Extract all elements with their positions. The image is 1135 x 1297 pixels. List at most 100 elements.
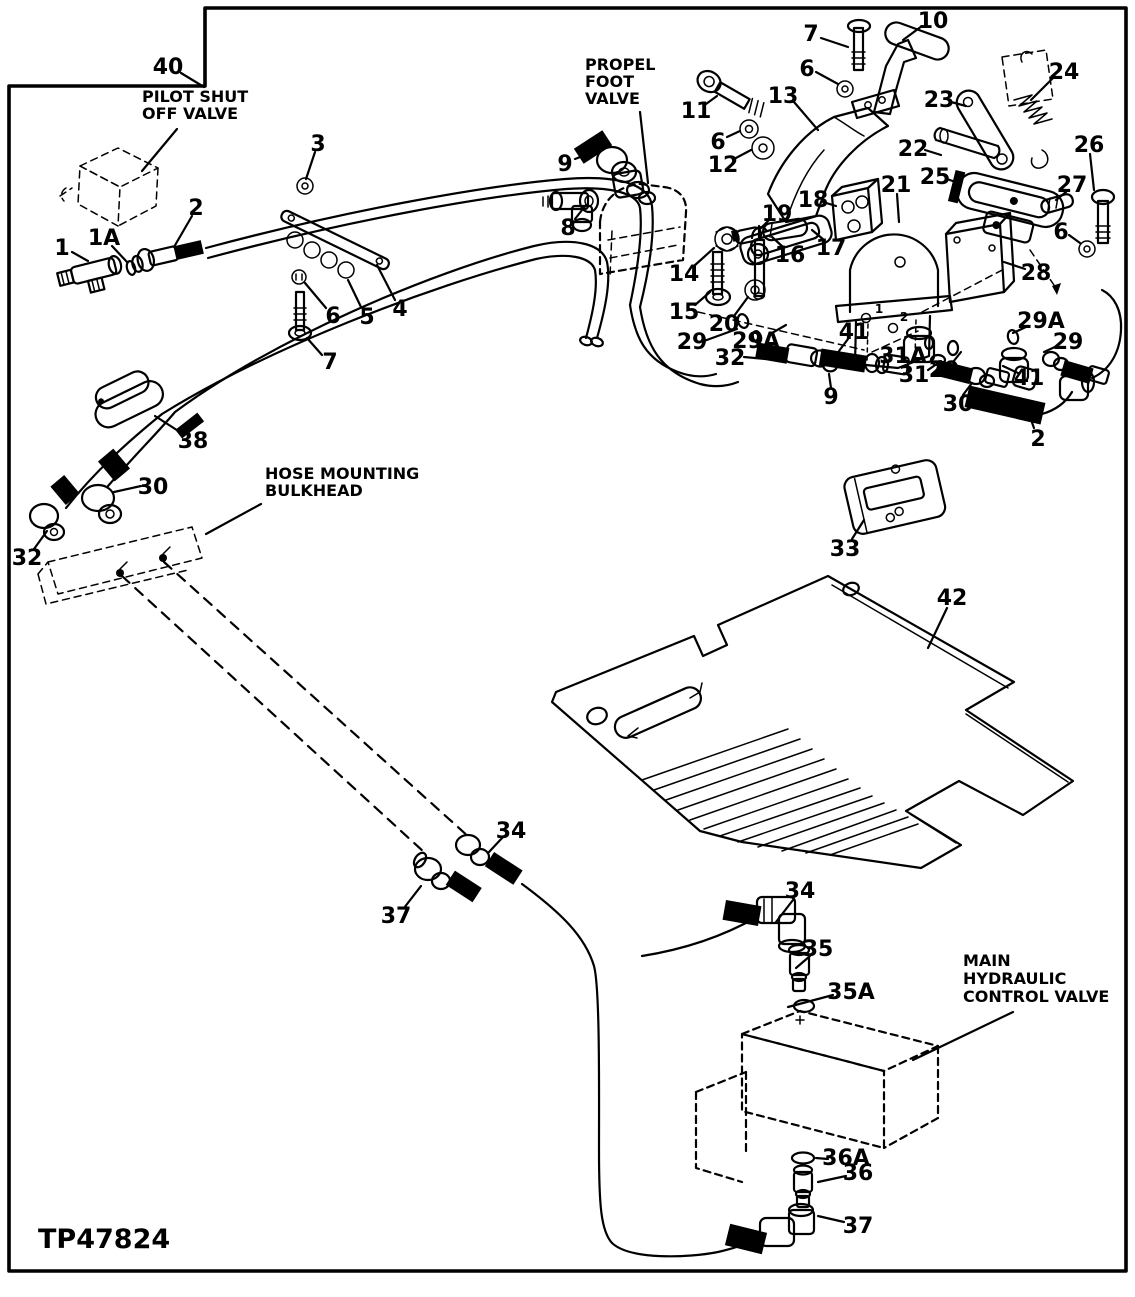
hose-crimp-mark: [175, 412, 205, 439]
callout-36-58: 36: [843, 1161, 874, 1186]
port-mark-1: 1: [875, 302, 883, 316]
callout-2-49: 2: [1030, 427, 1045, 452]
callout-37-53: 37: [381, 904, 412, 929]
callout-leader-29-44: [951, 350, 963, 364]
callout-8-13: 8: [560, 216, 575, 241]
callout-12-16: 12: [708, 153, 739, 178]
callout-7-18: 7: [803, 22, 818, 47]
alignment-dashes: [697, 249, 1057, 353]
callout-leader-27-26: [1054, 190, 1068, 202]
pin-16: [731, 226, 763, 245]
callout-3-4: 3: [310, 132, 325, 157]
callout-4-5: 4: [392, 297, 407, 322]
figure-border: [7, 6, 1128, 1273]
callout-leader-42-51: [926, 606, 949, 650]
elbow-37-bottom: [724, 1202, 816, 1255]
callout-leader-6-15: [725, 129, 742, 139]
callout-31A-42: 31A: [879, 344, 927, 369]
o-ring-1a: [125, 260, 137, 276]
callout-23-21: 23: [924, 88, 955, 113]
main-hydraulic-control-valve: [694, 1009, 940, 1184]
propel-foot-valve-label-line-1: FOOT: [585, 72, 634, 91]
callout-25-24: 25: [920, 165, 951, 190]
hose-mounting-bulkhead-label-line-1: BULKHEAD: [265, 481, 363, 500]
fitting-37-a: [412, 851, 482, 903]
callout-leader-34-52: [487, 835, 505, 854]
main-hydraulic-control-valve-label-leader: [911, 1010, 1015, 1062]
callout-leader-14-34: [692, 246, 716, 268]
callout-leader-29A-46: [1011, 324, 1030, 335]
bolt-26: [1090, 188, 1116, 245]
callout-leader-6-7: [303, 281, 328, 310]
callout-34-52: 34: [496, 819, 527, 844]
washer-6-top: [836, 80, 854, 98]
callout-leader-2-3: [172, 214, 194, 249]
fitting-29-right: [1041, 350, 1110, 385]
callout-41-40: 41: [839, 320, 870, 345]
callout-leader-34-54: [774, 898, 795, 924]
fitting-32-left: [28, 475, 80, 542]
pedal-base: [739, 214, 833, 266]
callout-27-26: 27: [1057, 173, 1088, 198]
callout-24-22: 24: [1049, 60, 1080, 85]
callout-leader-29-37: [702, 327, 739, 343]
callout-leader-3-4: [304, 150, 317, 181]
pin-22: [933, 126, 1001, 160]
clamp-5: [286, 231, 355, 279]
callout-leader-12-16: [732, 148, 753, 161]
hose-9-crimp: [818, 348, 867, 373]
nut-3: [296, 177, 314, 195]
callout-19-31: 19: [762, 202, 793, 227]
callout-6-27: 6: [1053, 220, 1068, 245]
elbow-41-right: [998, 346, 1039, 391]
pilot-shut-off-valve-label-line-0: PILOT SHUT: [142, 87, 248, 106]
hose-mounting-bulkhead-label-line-0: HOSE MOUNTING: [265, 464, 419, 483]
callout-35-55: 35: [803, 937, 834, 962]
callout-leader-22-23: [923, 148, 943, 157]
callout-16-32: 16: [775, 243, 806, 268]
bolt-15: [704, 250, 732, 307]
callout-29-47: 29: [1053, 330, 1084, 355]
o-ring-29-left: [736, 313, 750, 329]
callout-leader-20-36: [732, 295, 750, 318]
callout-40-0: 40: [153, 55, 184, 80]
block-28: [944, 211, 1016, 304]
callout-leader-41-40: [837, 337, 850, 353]
callout-11-14: 11: [681, 99, 712, 124]
pedal-13: [766, 106, 890, 224]
callout-14-34: 14: [669, 262, 700, 287]
hose-route-dashed-2: [162, 560, 472, 840]
callout-leader-32-39: [742, 355, 768, 361]
pilot-hose-main: [520, 882, 759, 1258]
alignment-arrowhead: [1052, 283, 1061, 295]
callout-36A-57: 36A: [822, 1146, 870, 1171]
figure-code: TP47824: [38, 1224, 170, 1255]
callout-5-6: 5: [359, 305, 374, 330]
callout-leader-15-35: [693, 290, 712, 307]
o-ring-36a: [790, 1151, 816, 1165]
callout-7-8: 7: [322, 350, 337, 375]
callout-leader-9-41: [827, 372, 833, 390]
spring-24: [1001, 49, 1054, 169]
fitting-2: [131, 240, 204, 273]
callout-leader-18-30: [821, 200, 838, 208]
callout-18-30: 18: [798, 188, 829, 213]
callout-29A-46: 29A: [1017, 309, 1065, 334]
callout-leader-37-59: [816, 1214, 846, 1224]
callout-leader-25-24: [945, 177, 963, 186]
callout-9-41: 9: [823, 385, 838, 410]
callout-6-19: 6: [799, 57, 814, 82]
callout-leader-19-31: [758, 218, 771, 231]
pin-19: [750, 224, 768, 300]
callout-26-25: 26: [1074, 133, 1105, 158]
callout-leader-16-32: [770, 235, 785, 249]
lever-23: [955, 89, 1015, 171]
callout-leader-40-0: [179, 71, 206, 89]
propel-foot-valve-label-line-0: PROPEL: [585, 55, 656, 74]
callout-6-15: 6: [710, 130, 725, 155]
bolt-7-top: [846, 18, 872, 72]
roller-12: [751, 136, 775, 160]
callout-leader-29A-38: [770, 323, 788, 335]
